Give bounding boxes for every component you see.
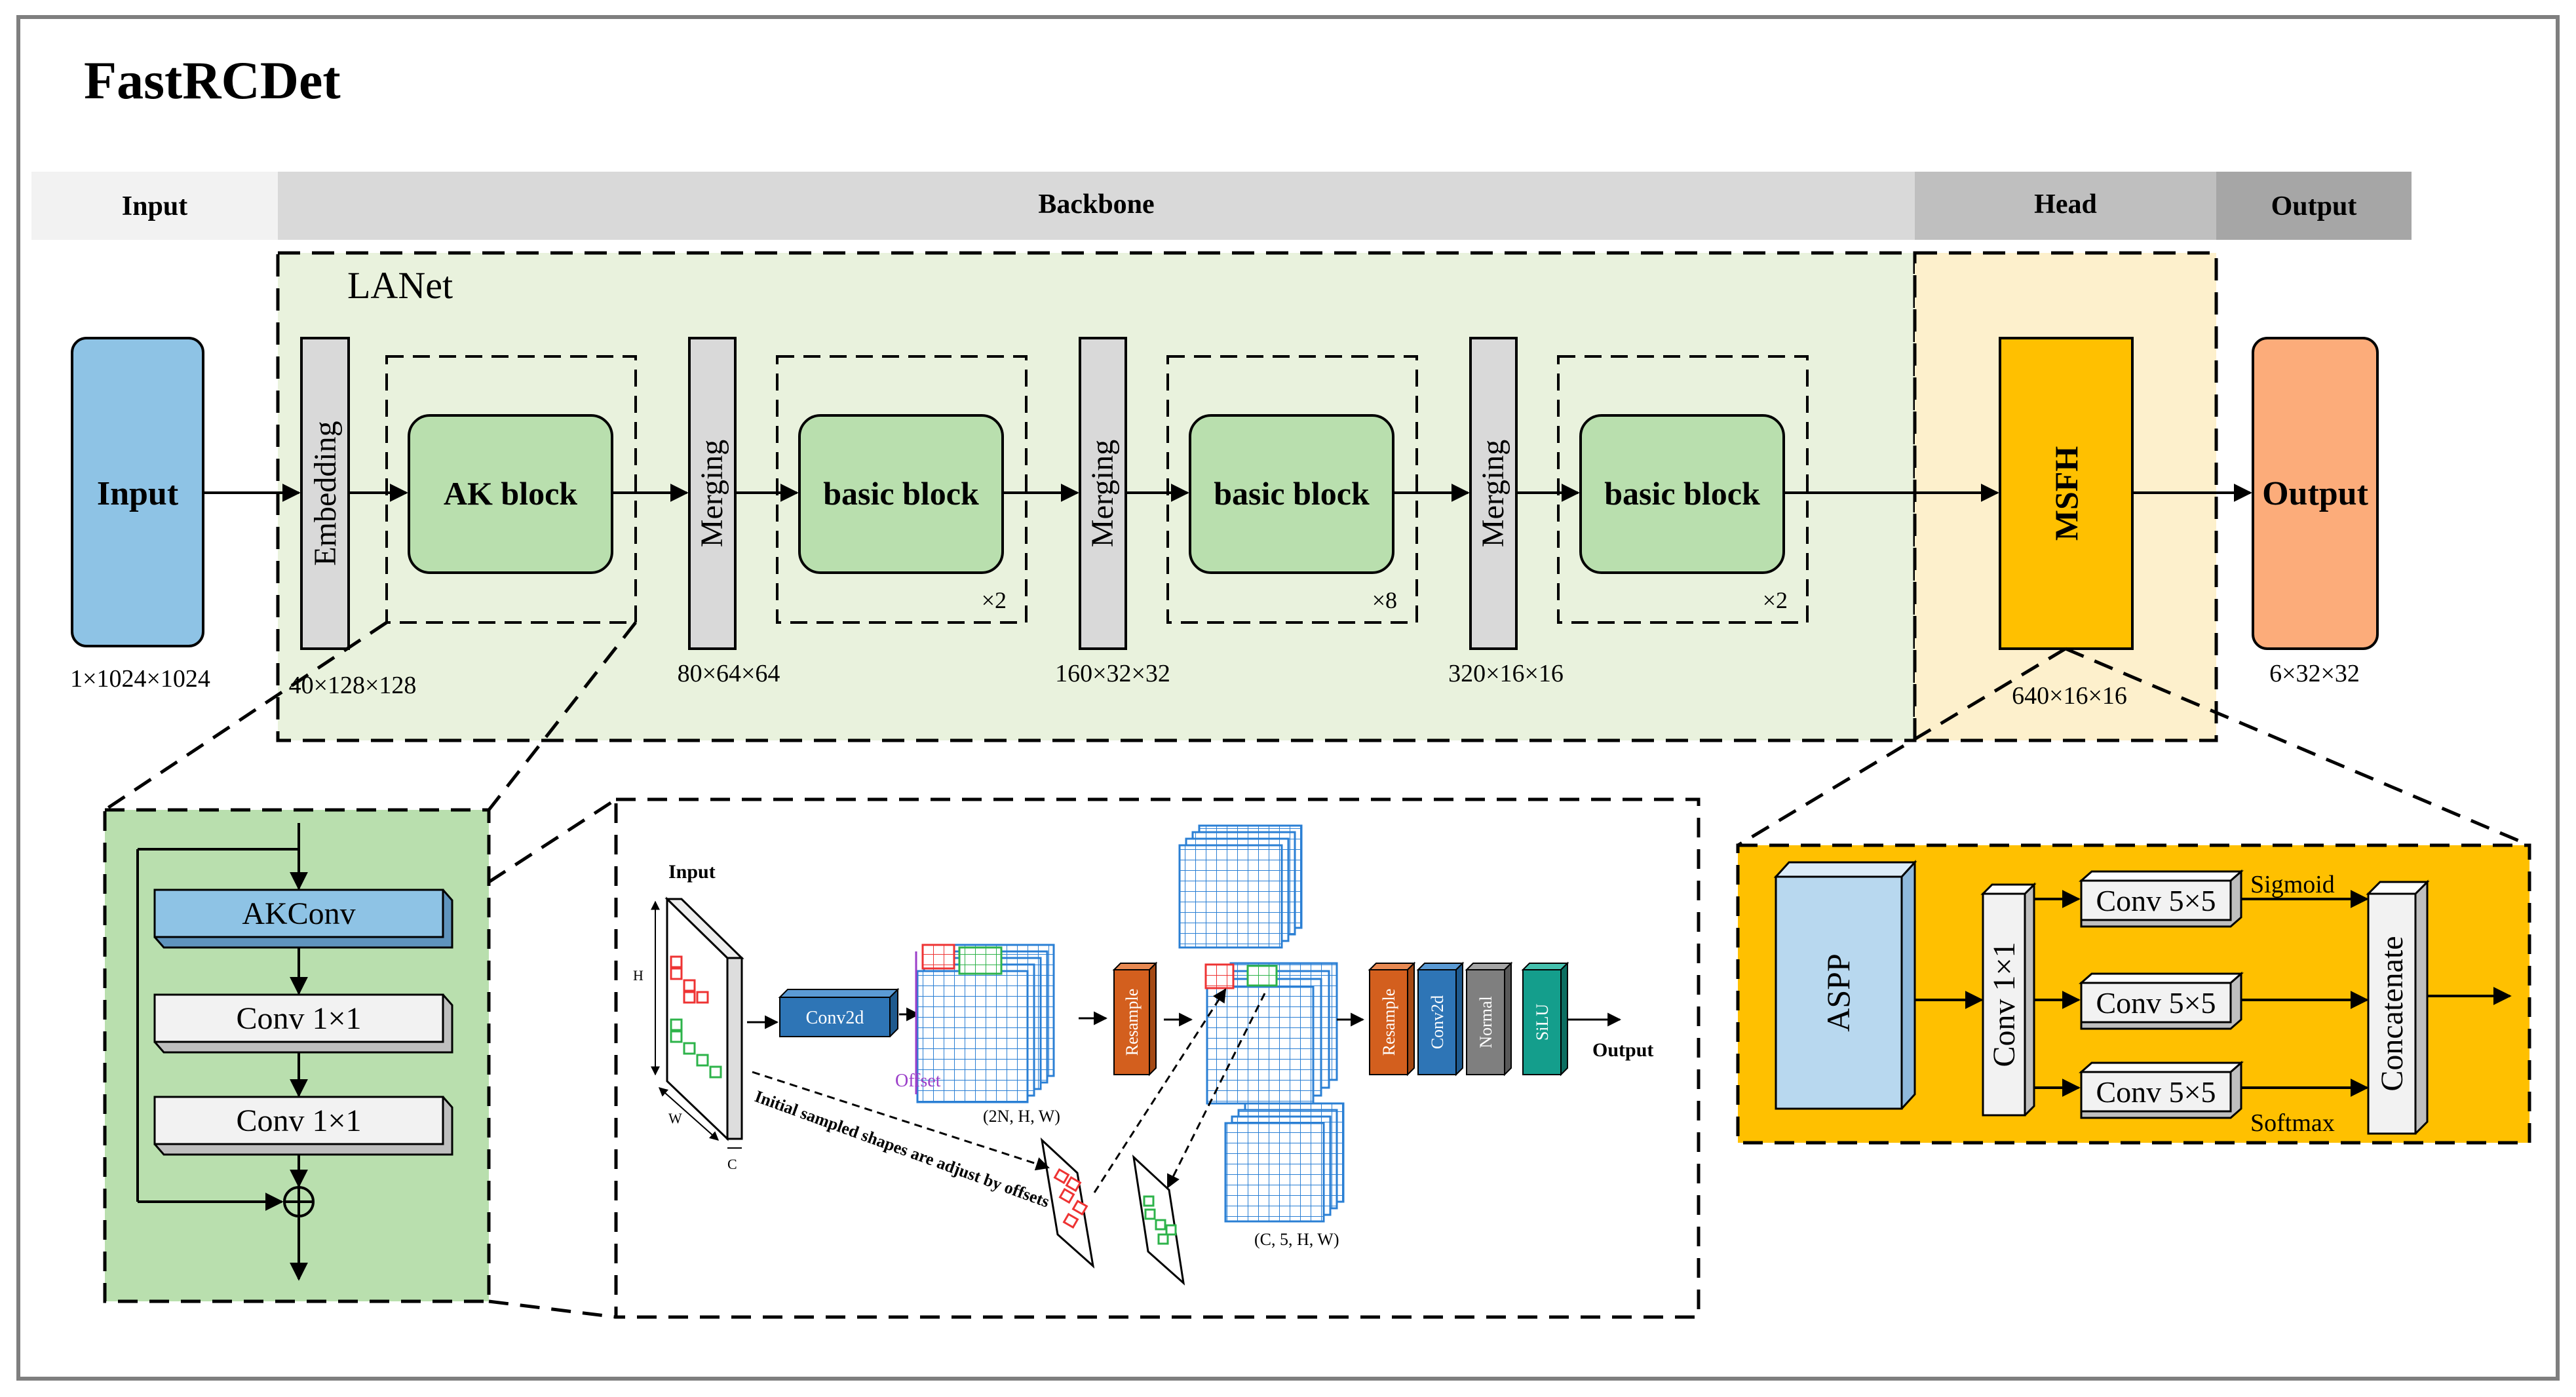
section-header-bar: Input Backbone Head Output xyxy=(31,172,2412,240)
lanet-label: LANet xyxy=(347,264,453,307)
conv2d-vertical-node: Conv2d xyxy=(1416,961,1465,1077)
softmax-label: Softmax xyxy=(2250,1109,2335,1137)
conv5x5-label-3: Conv 5×5 xyxy=(2096,1075,2216,1109)
sampled-shape-red xyxy=(1040,1137,1095,1269)
embedding-block xyxy=(300,337,350,650)
stack-dims-label: (C, 5, H, W) xyxy=(1254,1230,1339,1249)
merging-label-2: Merging xyxy=(1085,440,1120,547)
concatenate-label: Concatenate xyxy=(2375,936,2410,1091)
output-dims: 6×32×32 xyxy=(2269,660,2360,687)
basic-block-label-3: basic block xyxy=(1604,475,1760,512)
ak-block-frame xyxy=(385,355,637,624)
repeat-label-3: ×2 xyxy=(1763,587,1788,613)
merging-label-3: Merging xyxy=(1476,440,1510,547)
w-label: W xyxy=(668,1110,682,1126)
aspp-label: ASPP xyxy=(1820,953,1856,1032)
repeat-label-2: ×8 xyxy=(1372,587,1397,613)
embedding-dims: 40×128×128 xyxy=(289,672,417,699)
feature-stack-middle xyxy=(1204,962,1338,1105)
basic-block-frame-3 xyxy=(1557,355,1809,624)
repeat-label-1: ×2 xyxy=(982,587,1007,613)
merging-block-2 xyxy=(1079,337,1127,650)
merging-dims-1: 80×64×64 xyxy=(678,660,780,687)
basic-block-label-2: basic block xyxy=(1214,475,1370,512)
merging-block-3 xyxy=(1469,337,1518,650)
conv1x1-vertical-label: Conv 1×1 xyxy=(1987,942,2022,1067)
aspp-node: ASPP xyxy=(1773,860,1917,1110)
conv5x5-node-2: Conv 5×5 xyxy=(2079,971,2244,1030)
section-backbone-bg xyxy=(278,172,1915,240)
section-backbone-label: Backbone xyxy=(1038,189,1154,220)
resample-node: Resample xyxy=(1112,961,1158,1077)
output-block xyxy=(2252,337,2379,650)
embedding-label: Embedding xyxy=(308,421,343,565)
ak-block-label: AK block xyxy=(444,475,577,512)
conv5x5-label-2: Conv 5×5 xyxy=(2096,986,2216,1020)
conv1x1-label-1: Conv 1×1 xyxy=(236,1001,361,1036)
feature-stack-bottom xyxy=(1224,1102,1345,1223)
conv2d-node: Conv2d xyxy=(778,987,900,1037)
merging-dims-3: 320×16×16 xyxy=(1448,660,1564,687)
section-input-label: Input xyxy=(122,191,187,221)
conv5x5-label-1: Conv 5×5 xyxy=(2096,884,2216,917)
sampled-shape-green xyxy=(1132,1154,1185,1286)
msfh-label: MSFH xyxy=(2048,446,2085,541)
conv5x5-node-3: Conv 5×5 xyxy=(2079,1060,2244,1119)
silu-node: SiLU xyxy=(1521,961,1569,1077)
conv1x1-node-2: Conv 1×1 xyxy=(153,1096,453,1156)
conv1x1-label-2: Conv 1×1 xyxy=(236,1103,361,1138)
basic-block-frame-1 xyxy=(776,355,1028,624)
ak-detail-panel xyxy=(103,808,491,1303)
concatenate-node: Concatenate xyxy=(2366,879,2430,1135)
input-dims: 1×1024×1024 xyxy=(70,665,210,693)
conv1x1-node-1: Conv 1×1 xyxy=(153,993,453,1054)
akconv-input-label: Input xyxy=(668,861,716,883)
basic-block-frame-2 xyxy=(1166,355,1418,624)
section-head-bg xyxy=(1915,172,2216,240)
normal-node: Normal xyxy=(1465,961,1513,1077)
conv2d-vertical-label: Conv2d xyxy=(1428,995,1447,1049)
silu-label: SiLU xyxy=(1533,1004,1552,1041)
akconv-label: AKConv xyxy=(242,896,355,931)
section-head-label: Head xyxy=(2034,189,2097,220)
conv2d-label: Conv2d xyxy=(806,1008,864,1028)
output-block-label: Output xyxy=(2262,475,2369,512)
c-label: C xyxy=(727,1156,737,1172)
conv1x1-vertical-node: Conv 1×1 xyxy=(1980,882,2037,1117)
feature-stack-top xyxy=(1178,824,1303,949)
sigmoid-label: Sigmoid xyxy=(2250,871,2335,898)
akconv-output-label: Output xyxy=(1592,1039,1653,1061)
w-dimension-line xyxy=(658,1087,720,1141)
section-output-label: Output xyxy=(2271,191,2357,221)
offset-label: Offset xyxy=(895,1071,941,1091)
resample-label-2: Resample xyxy=(1379,989,1398,1056)
resample-node-2: Resample xyxy=(1368,961,1416,1077)
basic-block-label-1: basic block xyxy=(823,475,979,512)
msfh-dims: 640×16×16 xyxy=(2012,682,2127,710)
merging-label-1: Merging xyxy=(695,440,729,547)
offset-stack xyxy=(915,944,1055,1103)
diagram-title: FastRCDet xyxy=(84,50,341,110)
section-output-bg xyxy=(2216,172,2412,240)
conv5x5-node-1: Conv 5×5 xyxy=(2079,869,2244,928)
akconv-input-map xyxy=(664,896,744,1141)
normal-label: Normal xyxy=(1476,996,1495,1048)
zoom-lines xyxy=(104,621,2530,1319)
msfh-block xyxy=(1999,337,2134,650)
offset-dims-label: (2N, H, W) xyxy=(983,1107,1060,1126)
section-input-bg xyxy=(31,172,278,240)
merging-dims-2: 160×32×32 xyxy=(1055,660,1170,687)
resample-label: Resample xyxy=(1123,989,1142,1056)
h-label: H xyxy=(633,967,644,984)
akconv-node: AKConv xyxy=(153,889,453,949)
msfh-branch-arrows xyxy=(2034,890,2512,1097)
head-region xyxy=(1913,251,2218,742)
input-block-label: Input xyxy=(97,475,179,512)
akconv-dashed-arrows xyxy=(752,988,1266,1193)
